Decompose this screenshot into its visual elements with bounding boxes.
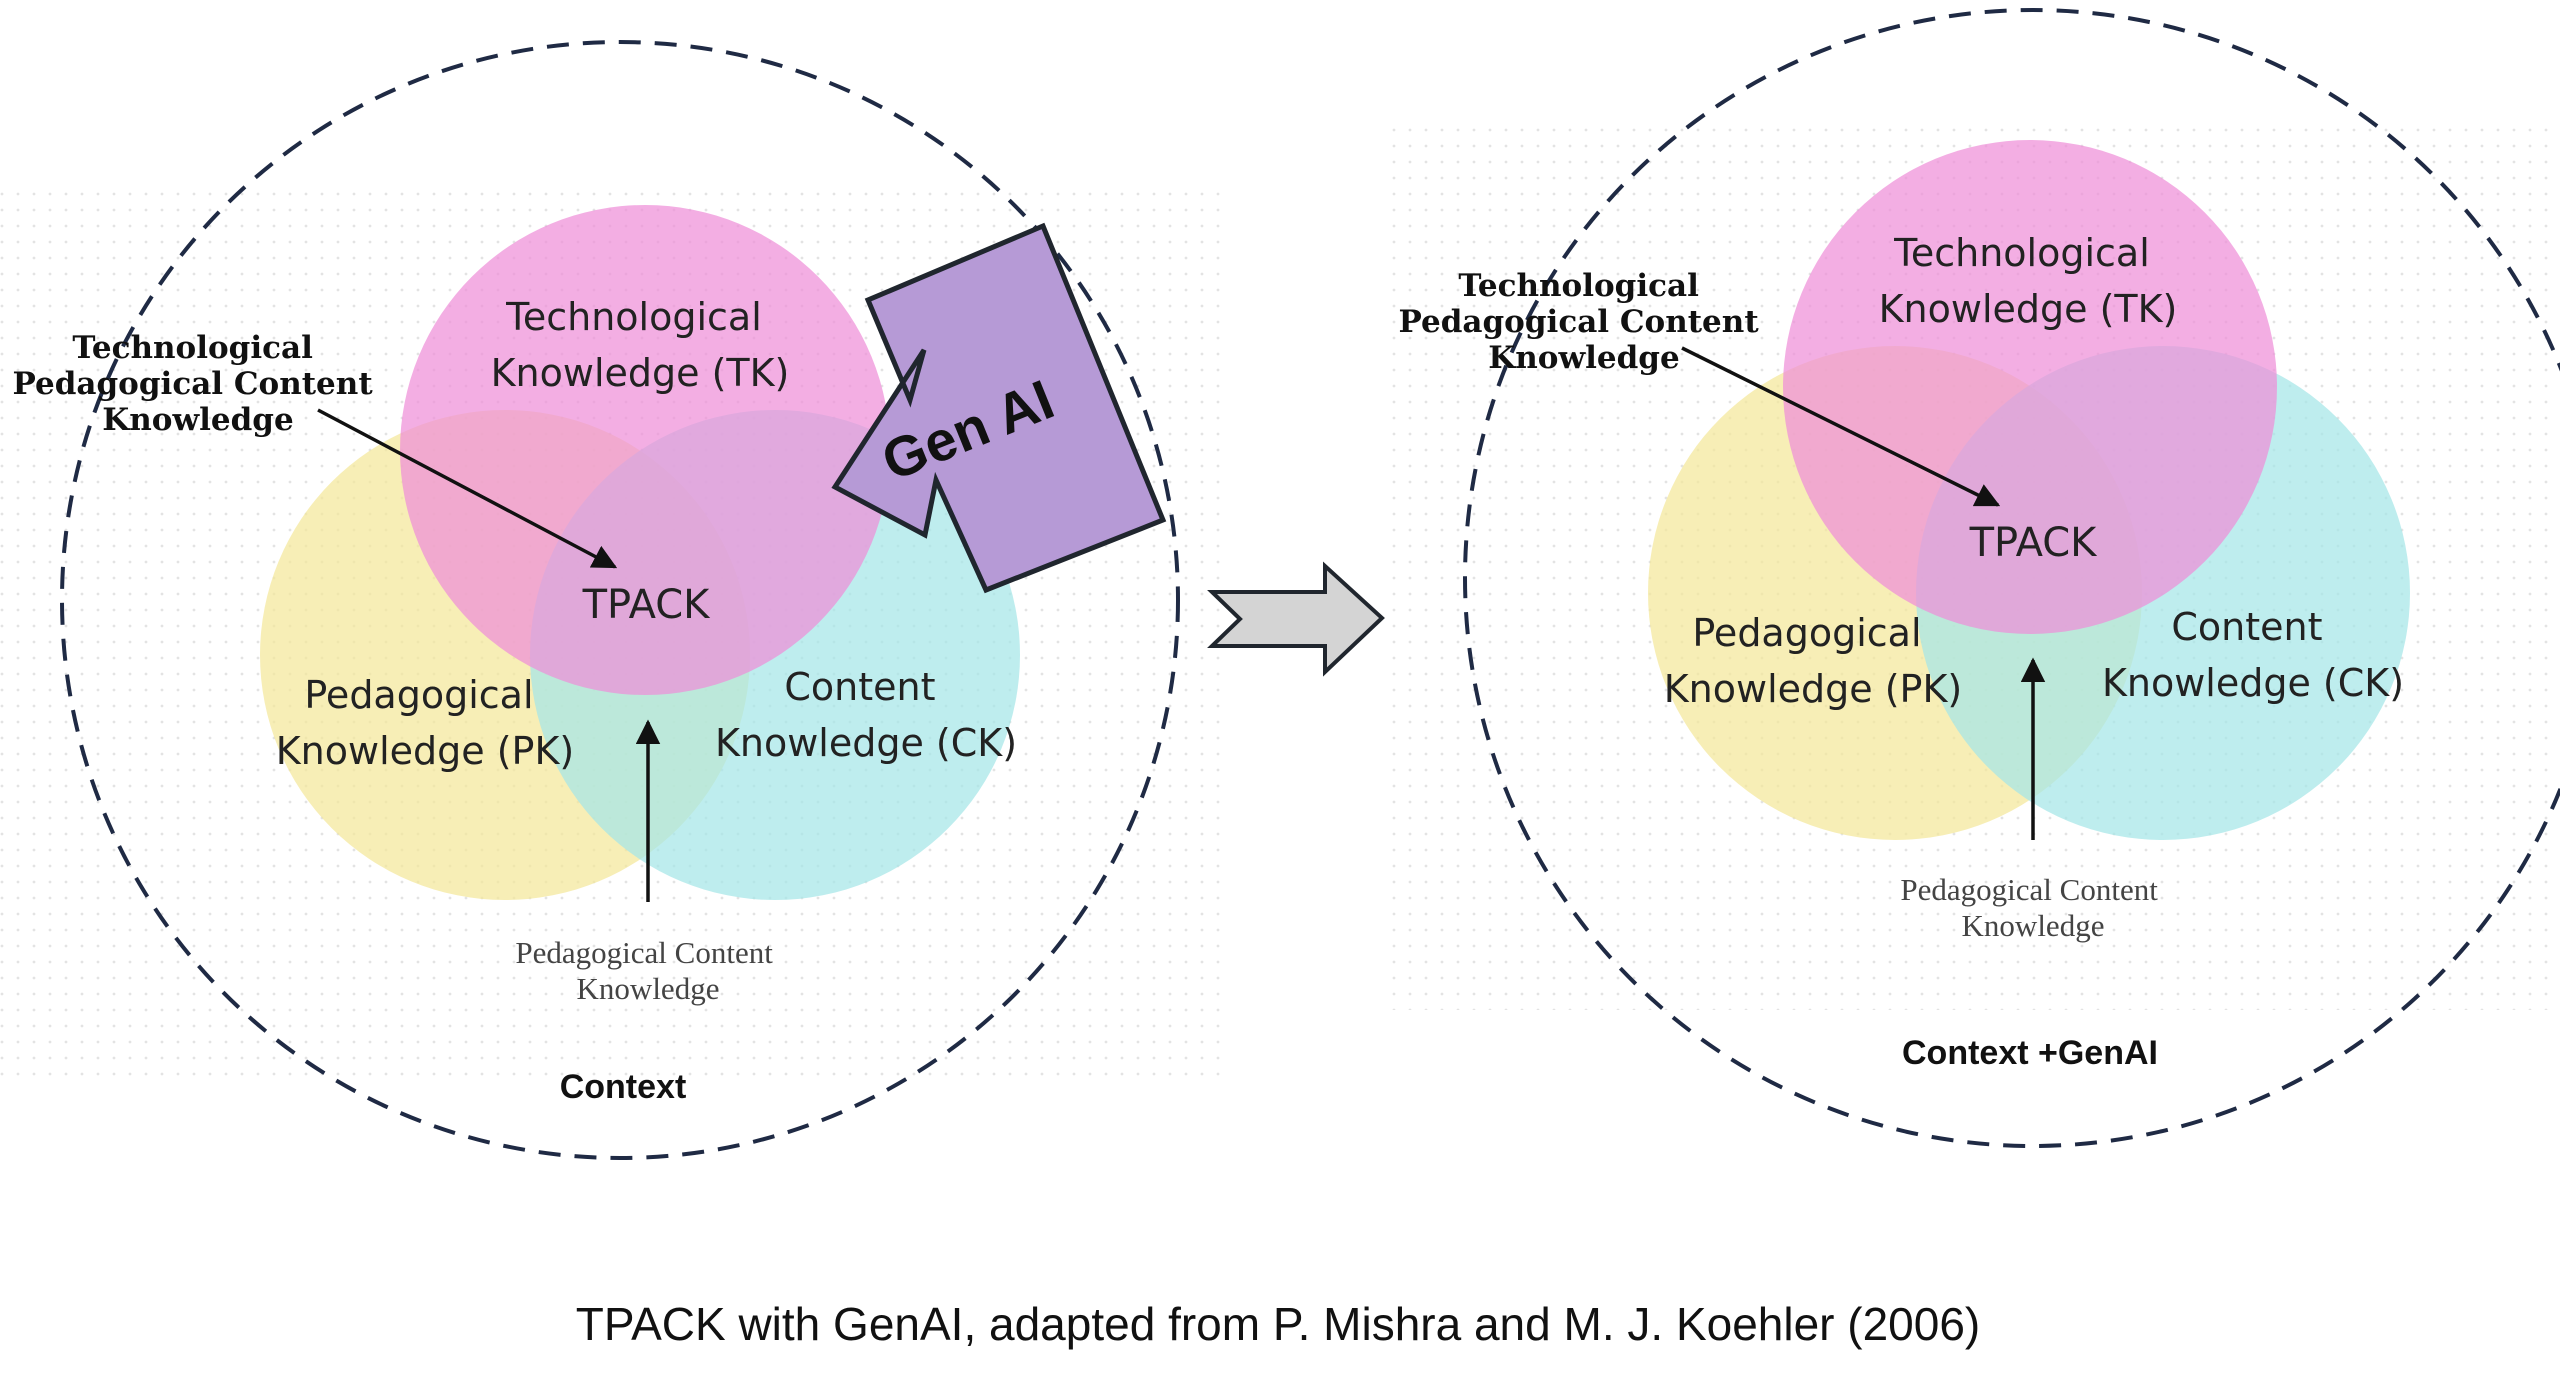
right-tpck-label: Technological Pedagogical Content Knowle… <box>1399 268 1770 376</box>
left-tpack-label: TPACK <box>582 582 712 628</box>
right-context-label: Context +GenAI <box>1902 1034 2158 1072</box>
left-pck-label: Pedagogical Content Knowledge <box>515 935 780 1006</box>
right-ck-label: Content Knowledge (CK) <box>2102 605 2404 705</box>
left-context-boundary <box>60 40 1180 1160</box>
left-tpck-pointer-arrow <box>317 408 618 569</box>
right-tk-label: Technological Knowledge (TK) <box>1879 231 2178 331</box>
left-pk-label: Pedagogical Knowledge (PK) <box>276 673 574 773</box>
left-diagram: Technological Knowledge (TK) Pedagogical… <box>13 40 1180 1160</box>
right-tpck-pointer-arrow <box>1681 346 2001 507</box>
left-tk-label: Technological Knowledge (TK) <box>491 295 790 395</box>
right-tpack-label: TPACK <box>1969 520 2099 566</box>
genai-arrow: Gen AI <box>831 222 1167 594</box>
figure-caption: TPACK with GenAI, adapted from P. Mishra… <box>576 1298 1981 1350</box>
right-pk-label: Pedagogical Knowledge (PK) <box>1664 611 1962 711</box>
right-pck-label: Pedagogical Content Knowledge <box>1900 872 2165 943</box>
right-context-boundary <box>1463 8 2560 1148</box>
right-diagram: Technological Knowledge (TK) Pedagogical… <box>1399 8 2560 1148</box>
left-ck-label: Content Knowledge (CK) <box>715 665 1017 765</box>
transition-arrow <box>1207 561 1385 677</box>
left-tk-circle <box>400 205 890 695</box>
right-tk-circle <box>1783 140 2277 634</box>
left-tpck-label: Technological Pedagogical Content Knowle… <box>13 330 384 438</box>
left-context-label: Context <box>560 1068 687 1106</box>
